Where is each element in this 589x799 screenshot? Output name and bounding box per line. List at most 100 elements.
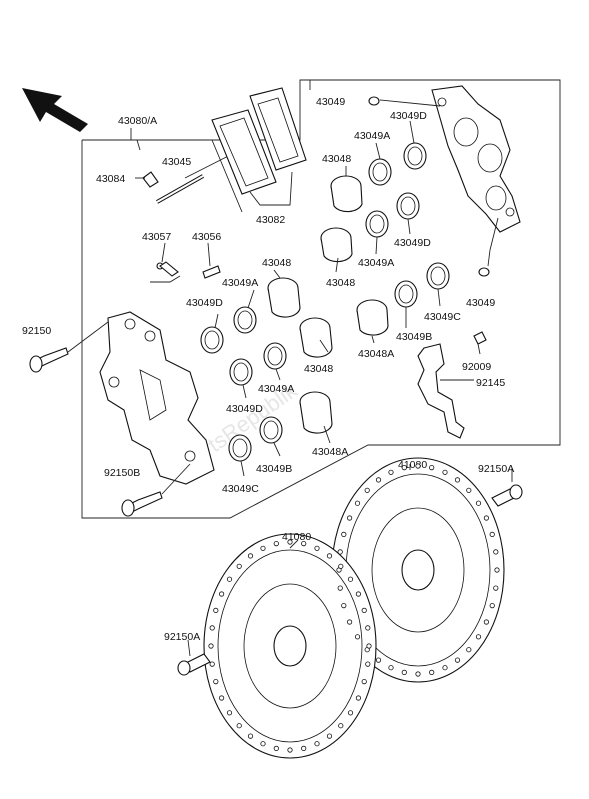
rotor-hole [347,576,354,582]
rotor-hole [366,643,372,649]
rotor-hole [326,733,333,739]
label-43049C: 43049C [424,311,461,323]
caliper-body-outer [99,311,215,485]
rotor-hole [354,634,361,640]
rotor-hole [454,657,461,663]
label-92145: 92145 [476,377,505,389]
rotor-hole [338,563,344,569]
rotor-hole [494,567,500,573]
rotor-hole [355,591,361,597]
rotor-hole [341,531,347,538]
rotor-hole [337,585,343,591]
pad-pin [156,174,204,204]
rotor-hole [364,487,370,493]
brake-pad-left [211,109,277,195]
label-43048: 43048 [262,257,291,269]
piston-43048A-a [299,391,333,434]
label-92150B: 92150B [104,467,140,479]
rotor-hole [209,661,215,667]
label-43049: 43049 [466,297,495,309]
label-43049C: 43049C [222,483,259,495]
rotor-hole [346,619,353,625]
label-43049A: 43049A [222,277,258,289]
seal-43049A-c [368,158,392,186]
rotor-hole [213,607,219,614]
label-92009: 92009 [462,361,491,373]
rotor-hole [314,741,320,747]
rotor-hole [226,710,233,716]
label-92150: 92150 [22,325,51,337]
rotor-hole [301,540,307,547]
rotor-hole [236,723,242,729]
rotor-hole [287,747,293,753]
label-43049B: 43049B [396,331,432,343]
label-43057: 43057 [142,231,171,243]
seal-43049D-a [200,326,224,354]
front-direction-arrow-icon [22,88,88,132]
rotor-hole [365,625,371,631]
seal-43049C-b [426,262,450,290]
rotor-hole [347,710,354,716]
rotor-hole [483,515,489,521]
seal-43049B-a [259,416,283,444]
rotor-hole [415,463,421,469]
rotor-hole [489,602,495,609]
mounting-bolt-92150B [121,491,163,517]
bleeder-valve [156,261,221,279]
rotor-hole [442,469,448,475]
rotor-hole [260,741,266,747]
label-43048A: 43048A [358,348,394,360]
label-43080A: 43080/A [118,115,157,127]
caliper-body-inner [431,85,521,233]
rotor-hole [326,553,333,559]
label-43056: 43056 [192,231,221,243]
mounting-bolt-92150 [29,347,69,373]
rotor-hole [401,464,407,471]
rotor-hole [429,464,435,471]
rotor-hole [346,515,353,521]
rotor-hole [354,500,361,506]
rotor-hole [375,657,382,663]
seal-43049D-b [229,358,253,386]
rotor-hole [365,661,371,667]
rotor-hole [466,487,472,493]
rotor-hole [454,477,461,483]
label-43049A: 43049A [258,383,294,395]
label-43049: 43049 [316,96,345,108]
rotor-hole [401,669,407,676]
rotor-hole [213,678,219,685]
washer-43049-a [368,96,380,106]
rotor-hole [361,607,367,614]
label-43048A: 43048A [312,446,348,458]
rotor-hole [273,745,279,752]
label-41080: 41080 [282,531,311,543]
seal-43049D-d [396,192,420,220]
rotor-hole [236,563,242,569]
piston-43048A-b [356,299,389,336]
rotor-hole [475,634,482,640]
rotor-hole [375,477,382,483]
piston-43048-b [299,317,333,358]
rotor-hole [483,619,489,625]
rotor-hole [273,540,279,547]
label-43048: 43048 [322,153,351,165]
rotor-hole [219,695,225,701]
seal-43049D-c [403,142,427,170]
rotor-hole [301,745,307,752]
label-92150A: 92150A [478,463,514,475]
label-92150A: 92150A [164,631,200,643]
seal-43049A-a [233,306,257,334]
rotor-hole [337,549,343,555]
caliper-bracket [417,331,487,439]
label-43049D: 43049D [394,237,431,249]
disc-bolt-92150A-b [177,653,211,676]
rotor-hole [493,549,499,555]
rotor-hole [287,539,293,545]
piston-43048-a [267,277,301,318]
assembly-outline [81,79,561,519]
label-43049D: 43049D [186,297,223,309]
rotor-hole [208,643,214,649]
label-43049A: 43049A [354,130,390,142]
brake-pad-right [249,87,307,171]
rotor-hole [442,665,448,671]
